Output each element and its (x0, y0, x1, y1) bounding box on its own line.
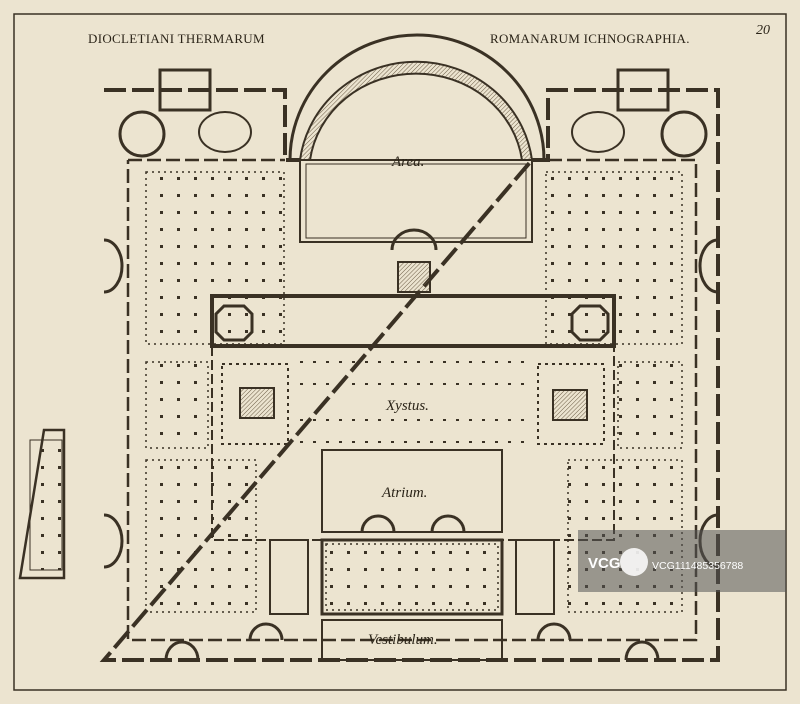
watermark-logo-text: VCG (588, 555, 621, 572)
palaestra-basin-left (239, 387, 275, 419)
oval-hall-right (571, 111, 625, 153)
inner-perimeter (126, 158, 698, 642)
vestibulum-portico (321, 619, 503, 661)
vestibulum-grid (325, 543, 499, 611)
court-mid-left (145, 361, 209, 449)
side-apse-right-1 (698, 238, 719, 294)
rotunda-left (118, 110, 166, 158)
room-label-atrium: Atrium. (381, 485, 427, 501)
page-number: 20 (756, 23, 770, 38)
rotunda-right (660, 110, 708, 158)
courtyards (145, 171, 683, 613)
area-exedra-outer (288, 33, 546, 161)
atrium-apses (360, 514, 466, 533)
side-apse-left-1 (103, 238, 124, 294)
apses-lower-left (164, 622, 284, 661)
frigidarium-apse (390, 228, 438, 251)
room-label-area: Area. (391, 154, 424, 170)
area-court (299, 159, 533, 243)
hall-right-lower (515, 539, 555, 615)
inset-detail (18, 428, 66, 580)
court-upper-left (145, 171, 285, 345)
court-mid-right (617, 361, 683, 449)
tower-right (616, 68, 670, 112)
side-apse-left-2 (103, 513, 124, 569)
oval-hall-left (198, 111, 252, 153)
watermark-id: VCG111485356788 (652, 560, 743, 572)
room-label-xystus: Xystus. (385, 398, 429, 414)
hall-left-lower (269, 539, 309, 615)
title-left: DIOCLETIANI THERMARUM (88, 31, 265, 46)
natatio-basin (397, 261, 431, 293)
plate-border (13, 13, 787, 691)
atrium-court (321, 449, 503, 533)
court-upper-right (545, 171, 683, 345)
inset-grid (29, 439, 63, 571)
apses-lower-right (536, 622, 660, 661)
inset-outline (18, 428, 66, 580)
tower-left (158, 68, 212, 112)
vestibulum-hall (320, 538, 504, 616)
watermark: VCG VCG111485356788 (578, 530, 786, 592)
palaestra-right (537, 363, 605, 445)
watermark-band (578, 530, 786, 592)
court-lower-left (145, 459, 257, 613)
floor-plan (99, 33, 720, 662)
palaestra-basin-right (552, 389, 588, 421)
title-right: ROMANARUM ICHNOGRAPHIA. (490, 31, 690, 46)
room-label-vestibulum: Vestibulum. (368, 632, 438, 648)
area-court-inner (305, 163, 527, 239)
watermark-logo-icon (620, 548, 648, 576)
palaestra-left (221, 363, 289, 445)
